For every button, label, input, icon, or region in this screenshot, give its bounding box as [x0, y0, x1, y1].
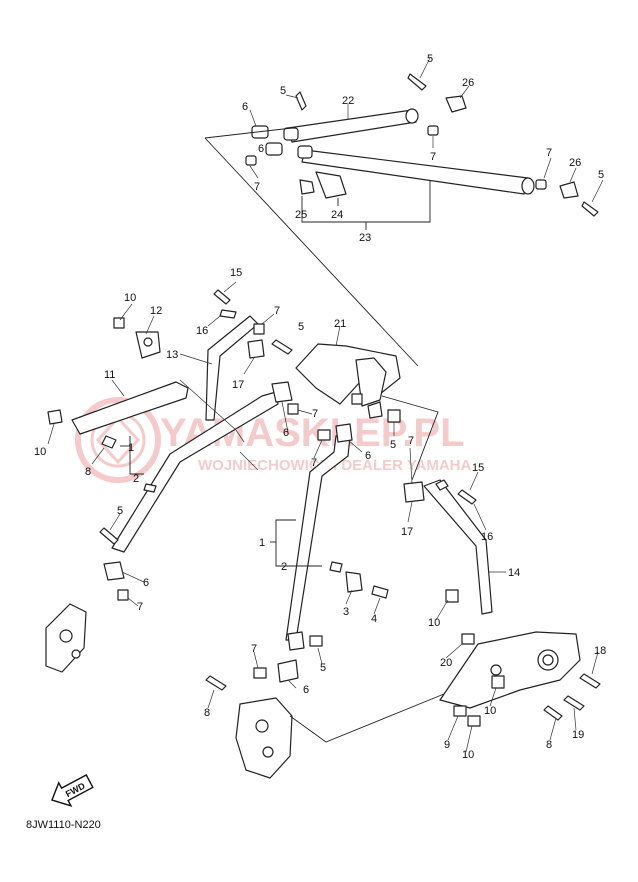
- callout-18: 18: [594, 645, 606, 657]
- callout-5: 5: [320, 662, 326, 674]
- callout-5: 5: [598, 169, 604, 181]
- callout-7: 7: [546, 147, 552, 159]
- callout-7: 7: [137, 601, 143, 613]
- callout-6: 6: [258, 143, 264, 155]
- callout-25: 25: [295, 209, 307, 221]
- callout-7: 7: [408, 435, 414, 447]
- callout-10: 10: [462, 749, 474, 761]
- callout-8: 8: [85, 466, 91, 478]
- callout-10: 10: [484, 705, 496, 717]
- callout-4: 4: [371, 613, 377, 625]
- callout-7: 7: [430, 151, 436, 163]
- callout-19: 19: [572, 729, 584, 741]
- callout-7: 7: [251, 643, 257, 655]
- callout-12: 12: [150, 305, 162, 317]
- bar-22: [287, 109, 417, 143]
- callout-5: 5: [298, 321, 304, 333]
- callout-8: 8: [546, 739, 552, 751]
- callout-5: 5: [427, 53, 433, 65]
- callout-5: 5: [280, 85, 286, 97]
- callout-3: 3: [343, 606, 349, 618]
- callout-23: 23: [359, 232, 371, 244]
- callout-2: 2: [133, 473, 139, 485]
- callout-1: 1: [259, 537, 265, 549]
- leader-lines-center: [207, 325, 445, 743]
- leader-lines-left: [47, 281, 313, 607]
- callout-13: 13: [166, 349, 178, 361]
- leader-lines-top: [204, 57, 604, 367]
- callout-14: 14: [508, 567, 520, 579]
- center-assembly: [205, 343, 401, 779]
- callout-10: 10: [124, 292, 136, 304]
- callout-16: 16: [481, 531, 493, 543]
- callout-26: 26: [462, 77, 474, 89]
- callout-24: 24: [331, 209, 343, 221]
- bracket-11: [71, 381, 189, 435]
- callout-16: 16: [196, 325, 208, 337]
- callout-26: 26: [569, 157, 581, 169]
- callout-5: 5: [117, 505, 123, 517]
- right-assembly: [367, 401, 601, 727]
- callout-17: 17: [401, 526, 413, 538]
- callout-5: 5: [390, 439, 396, 451]
- callout-10: 10: [428, 617, 440, 629]
- callout-7: 7: [312, 408, 318, 420]
- caliper-center: [235, 697, 293, 779]
- callout-labels: 5 26 5 22 6 6 7 7 7 26 5 25 24 23 15 10 …: [34, 53, 606, 761]
- callout-15: 15: [230, 267, 242, 279]
- callout-6: 6: [283, 427, 289, 439]
- leader-lines-right: [381, 395, 599, 753]
- mount-bracket-right: [439, 631, 581, 709]
- callout-6: 6: [143, 577, 149, 589]
- callout-8: 8: [204, 707, 210, 719]
- callout-11: 11: [104, 369, 115, 381]
- callout-6: 6: [242, 101, 248, 113]
- callout-1: 1: [128, 442, 134, 454]
- callout-17: 17: [232, 379, 244, 391]
- callout-9: 9: [444, 739, 450, 751]
- callout-15: 15: [472, 462, 484, 474]
- fwd-arrow: FWD: [51, 774, 94, 807]
- callout-10: 10: [34, 446, 46, 458]
- callout-22: 22: [342, 95, 354, 107]
- stay-14: [423, 479, 493, 615]
- callout-6: 6: [303, 684, 309, 696]
- callout-6: 6: [365, 450, 371, 462]
- callout-7: 7: [274, 305, 280, 317]
- callout-7: 7: [254, 181, 260, 193]
- upper-bars-group: [245, 73, 599, 217]
- callout-2: 2: [281, 561, 287, 573]
- callout-20: 20: [440, 657, 452, 669]
- callout-21: 21: [334, 318, 346, 330]
- stay-13: [205, 315, 259, 421]
- diagram-code: 8JW1110-N220: [26, 819, 101, 831]
- left-assembly: [45, 289, 299, 673]
- callout-7: 7: [311, 457, 317, 469]
